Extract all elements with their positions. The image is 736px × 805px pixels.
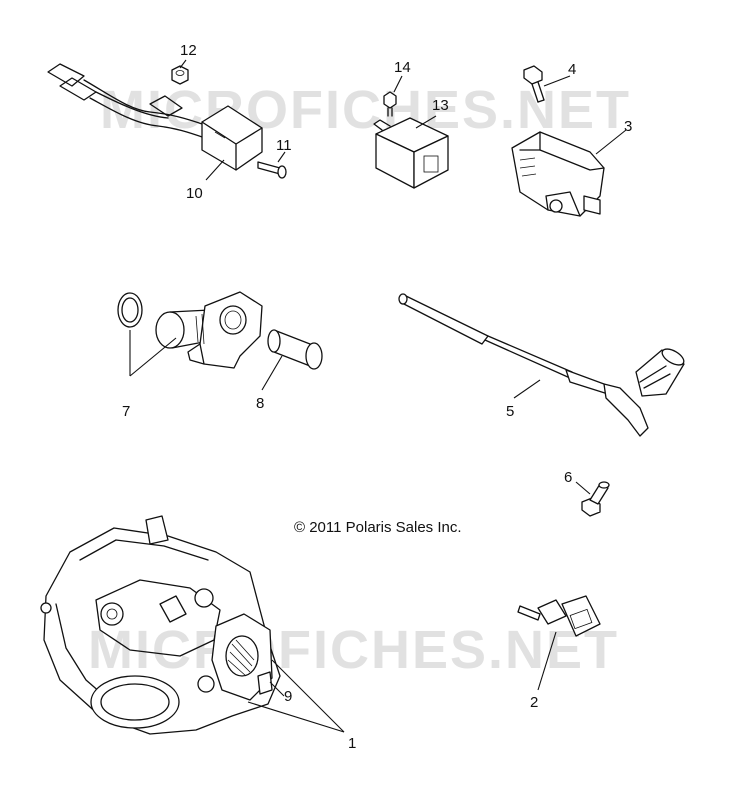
callout-12: 12 [180,42,197,59]
part-8-spacer [267,329,323,370]
part-4-bolt [523,65,545,103]
callout-6: 6 [564,469,572,486]
watermark-bottom: MICROFICHES.NET [88,620,619,680]
callout-13: 13 [432,97,449,114]
part-10-harness-module [47,63,263,171]
callout-11: 11 [276,137,292,154]
callout-1: 1 [348,735,356,752]
leader-lines [129,59,627,733]
part-13-relay [373,117,449,189]
part-9-tps-sensor [211,613,273,701]
callout-7: 7 [122,403,130,420]
callout-2: 2 [530,694,538,711]
part-11-screw [257,161,287,179]
part-3-map-sensor [511,131,605,217]
part-7-speed-sensor [155,291,263,369]
part-12-nut [171,65,189,85]
callout-8: 8 [256,395,264,412]
callout-4: 4 [568,61,576,78]
part-6-bolt [581,481,610,517]
part-2-temp-sensor [517,595,601,637]
callout-10: 10 [186,185,203,202]
callout-labels: 12 10 11 14 13 4 3 7 8 5 6 2 9 1 [122,42,632,752]
callout-14: 14 [394,59,411,76]
callout-5: 5 [506,403,514,420]
part-14-bolt [383,91,397,117]
part-7-oring [117,292,143,328]
callout-9: 9 [284,688,292,705]
part-5-speed-sensor-cable [398,293,685,437]
callout-3: 3 [624,118,632,135]
copyright-notice: © 2011 Polaris Sales Inc. [294,519,462,536]
